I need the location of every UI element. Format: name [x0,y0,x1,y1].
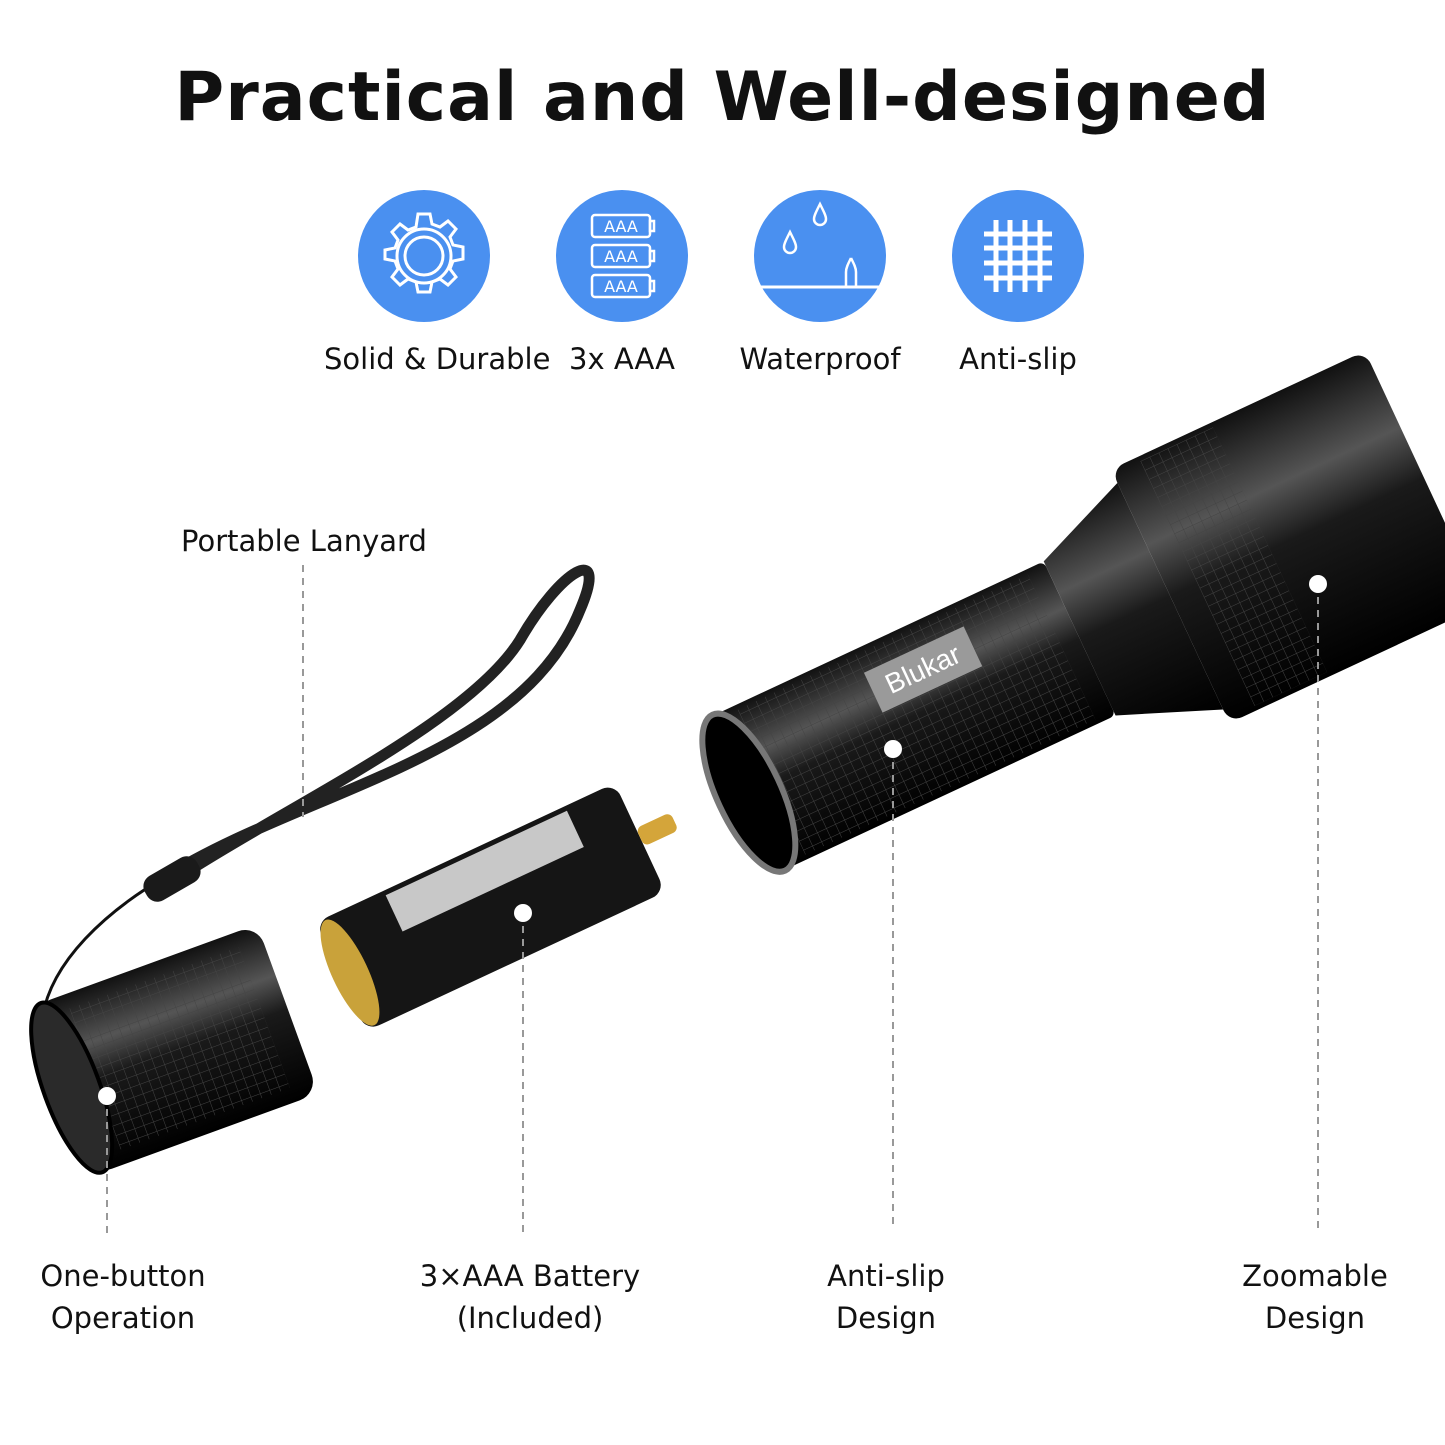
feature-waterproof: Waterproof [720,190,920,376]
callout-line: Zoomable [1242,1259,1388,1293]
callout-anti-slip: Anti-slip Design [786,1255,986,1339]
callout-dot [1309,575,1327,593]
callout-dot [294,817,312,835]
gear-icon [358,190,490,322]
callout-lines [106,565,1319,1235]
callout-line: (Included) [456,1301,604,1335]
callout-dot [514,904,532,922]
callout-one-button: One-button Operation [13,1255,233,1339]
page-title: Practical and Well-designed [174,58,1271,137]
callout-line: Design [835,1301,937,1335]
battery-label: AAA [604,247,638,266]
callout-line: Anti-slip [827,1259,945,1293]
lanyard [154,564,595,886]
tail-cap [29,930,313,1175]
battery-label: AAA [604,277,638,296]
feature-label: 3x AAA [569,342,675,376]
callout-line: 3×AAA Battery [419,1259,641,1293]
grid-icon [952,190,1084,322]
callout-line: Operation [50,1301,196,1335]
feature-solid-durable: Solid & Durable [324,190,551,376]
callout-zoomable: Zoomable Design [1215,1255,1415,1339]
feature-anti-slip: Anti-slip [918,190,1118,376]
battery-label: AAA [604,217,638,236]
battery-icon: AAA AAA AAA [556,190,688,322]
callout-dot [98,1087,116,1105]
callout-line: Design [1264,1301,1366,1335]
feature-label: Anti-slip [959,342,1077,376]
callout-lanyard: Portable Lanyard [181,524,427,558]
callout-battery: 3×AAA Battery (Included) [400,1255,660,1339]
feature-label: Solid & Durable [324,342,551,376]
feature-3x-aaa: AAA AAA AAA 3x AAA [522,190,722,376]
feature-label: Waterproof [739,342,901,376]
callout-dot [884,740,902,758]
callout-line: One-button [40,1259,206,1293]
flashlight-body: Blukar [699,355,1445,875]
water-drop-icon [754,190,886,322]
battery-carrier [320,787,677,1027]
